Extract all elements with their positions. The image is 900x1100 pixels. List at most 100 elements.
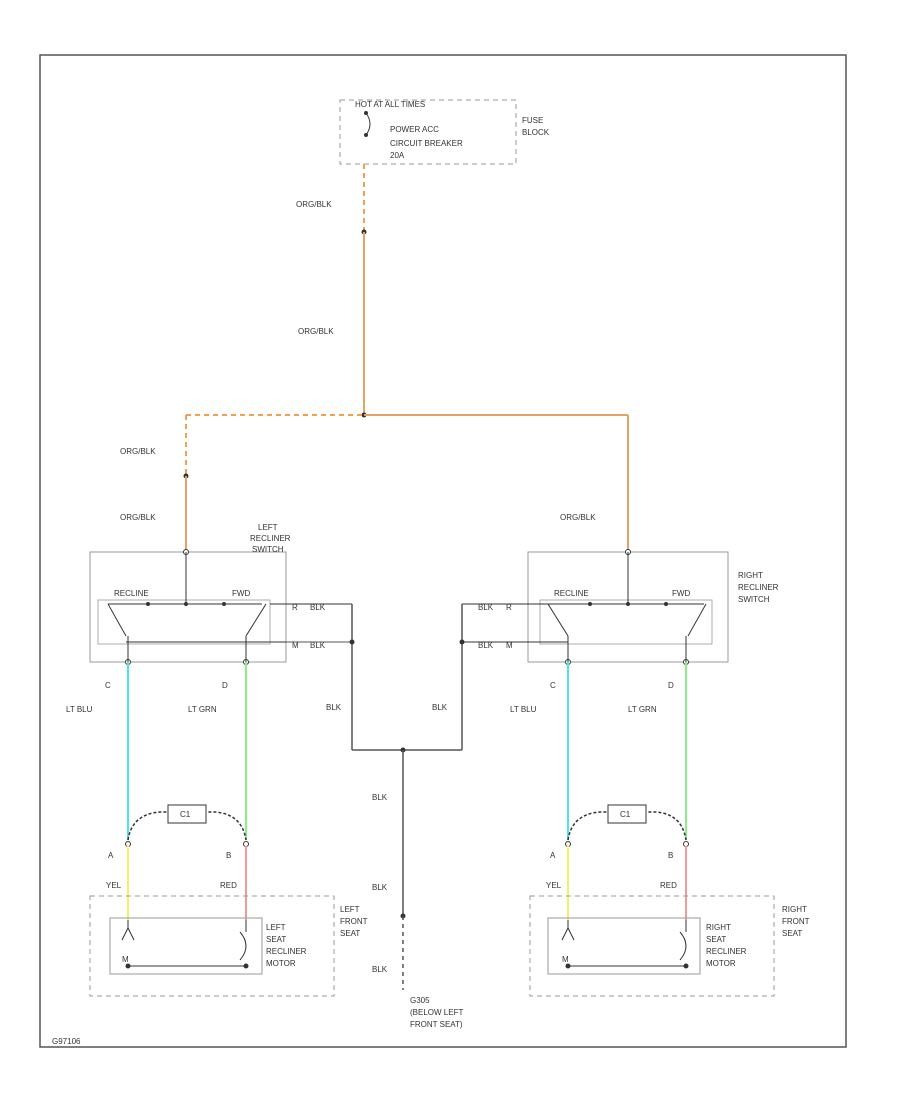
right-bus-contact-2 (626, 602, 630, 606)
right-motor-box (547, 917, 701, 975)
right-motor-node-1 (565, 963, 571, 969)
wire-label-blk-3: BLK (372, 965, 388, 974)
fuse-block: HOT AT ALL TIMES POWER ACC CIRCUIT BREAK… (339, 99, 550, 165)
right-fwd-label: FWD (672, 589, 690, 598)
left-blk-node (349, 639, 355, 645)
left-switch-blade-2 (245, 603, 267, 637)
figure-code: G97106 (52, 1037, 81, 1046)
left-m-blk-label: BLK (310, 641, 326, 650)
wire-label-blk-left: BLK (326, 703, 342, 712)
right-pin-d-label: D (668, 681, 674, 690)
right-recliner-switch: RIGHT RECLINER SWITCH RECLINE FWD BLK R … (462, 549, 779, 665)
right-harness-curve (567, 811, 687, 841)
right-motor-terminal-b (679, 931, 687, 961)
left-motor-label-line1: LEFT (266, 923, 286, 932)
left-m-label: M (292, 641, 299, 650)
left-switch-label-line1: LEFT (258, 523, 278, 532)
left-switch-outline (89, 551, 287, 663)
right-red-label: RED (660, 881, 677, 890)
left-switch-blade-1 (107, 603, 127, 637)
left-recliner-switch: LEFT RECLINER SWITCH RECLINE FWD R BLK M… (89, 523, 352, 665)
left-connector-label: C1 (180, 810, 191, 819)
breaker-terminal-bottom (364, 133, 368, 137)
left-seat-label-line2: FRONT (340, 917, 368, 926)
left-motor-terminal-a (121, 926, 135, 941)
breaker-label-line1: POWER ACC (390, 125, 439, 134)
wire-label-org-blk-1: ORG/BLK (296, 200, 332, 209)
wire-label-org-blk-4: ORG/BLK (120, 513, 156, 522)
right-pin-b-label: B (668, 851, 673, 860)
breaker-terminal-top (364, 111, 368, 115)
left-r-label: R (292, 603, 298, 612)
fuse-block-outline (339, 99, 517, 165)
left-yel-label: YEL (106, 881, 122, 890)
left-pin-a-label: A (108, 851, 114, 860)
ground-circuit: BLK BLK BLK BLK BLK G305 (BELOW LEFT FRO… (286, 604, 465, 1029)
right-r-blk-label: BLK (478, 603, 494, 612)
hot-at-all-times-label: HOT AT ALL TIMES (355, 100, 425, 109)
right-motor-label-line2: SEAT (706, 935, 726, 944)
wire-label-blk-right: BLK (432, 703, 448, 712)
left-motor-node-1 (125, 963, 131, 969)
right-seat-outline (529, 895, 775, 997)
right-switch-inner (539, 599, 713, 645)
left-pin-c-label: C (105, 681, 111, 690)
left-switch-label-line3: SWITCH (252, 545, 284, 554)
right-harness-connector (607, 804, 647, 824)
left-red-label: RED (220, 881, 237, 890)
fuse-block-label-line2: BLOCK (522, 128, 550, 137)
right-bus-contact-3 (664, 602, 668, 606)
left-pin-a-terminal (125, 841, 131, 847)
right-blk-node (459, 639, 465, 645)
left-motor-terminal-b (239, 931, 247, 961)
right-motor-label-line3: RECLINER (706, 947, 747, 956)
right-seat-label-line3: SEAT (782, 929, 802, 938)
right-pin-c-label: C (550, 681, 556, 690)
wire-label-org-blk-2: ORG/BLK (298, 327, 334, 336)
wire-label-org-blk-5: ORG/BLK (560, 513, 596, 522)
right-motor-symbol: M (562, 955, 569, 964)
right-switch-blade-2 (687, 603, 707, 637)
breaker-label-line2: CIRCUIT BREAKER (390, 139, 463, 148)
right-m-label: M (506, 641, 513, 650)
right-front-seat: RIGHT FRONT SEAT RIGHT SEAT RECLINER MOT… (529, 895, 810, 997)
ground-location-line2: FRONT SEAT) (410, 1020, 463, 1029)
right-pin-a-label: A (550, 851, 556, 860)
left-seat-label-line3: SEAT (340, 929, 360, 938)
left-seat-label-line1: LEFT (340, 905, 360, 914)
right-switch-label-line2: RECLINER (738, 583, 779, 592)
right-motor-node-2 (683, 963, 689, 969)
left-motor-wiring: C D LT BLU LT GRN C1 A B YEL RED (66, 662, 249, 920)
diagram-frame (39, 54, 847, 1048)
left-switch-inner (97, 599, 271, 645)
left-fwd-label: FWD (232, 589, 250, 598)
right-motor-wiring: C D LT BLU LT GRN C1 A B YEL RED (510, 662, 689, 920)
ground-location-line1: (BELOW LEFT (410, 1008, 463, 1017)
left-lt-grn-label: LT GRN (188, 705, 217, 714)
left-bus-contact-1 (146, 602, 150, 606)
left-recline-label: RECLINE (114, 589, 149, 598)
circuit-breaker-symbol (365, 112, 371, 136)
left-bus-contact-3 (222, 602, 226, 606)
left-motor-label-line2: SEAT (266, 935, 286, 944)
right-r-label: R (506, 603, 512, 612)
left-lt-blu-label: LT BLU (66, 705, 93, 714)
right-yel-label: YEL (546, 881, 562, 890)
left-motor-label-line4: MOTOR (266, 959, 296, 968)
fuse-block-label-line1: FUSE (522, 116, 543, 125)
left-harness-connector (167, 804, 207, 824)
left-motor-label-line3: RECLINER (266, 947, 307, 956)
left-front-seat: LEFT FRONT SEAT LEFT SEAT RECLINER MOTOR… (89, 895, 368, 997)
left-pin-b-label: B (226, 851, 231, 860)
left-pin-b-terminal (243, 841, 249, 847)
left-seat-outline (89, 895, 335, 997)
left-motor-symbol: M (122, 955, 129, 964)
left-r-blk-label: BLK (310, 603, 326, 612)
org-blk-feed: ORG/BLK ORG/BLK ORG/BLK ORG/BLK ORG/BLK (120, 164, 629, 552)
wire-label-org-blk-3: ORG/BLK (120, 447, 156, 456)
left-motor-node-2 (243, 963, 249, 969)
right-motor-terminal-a (561, 926, 575, 941)
right-pin-b-terminal (683, 841, 689, 847)
right-seat-label-line1: RIGHT (782, 905, 807, 914)
